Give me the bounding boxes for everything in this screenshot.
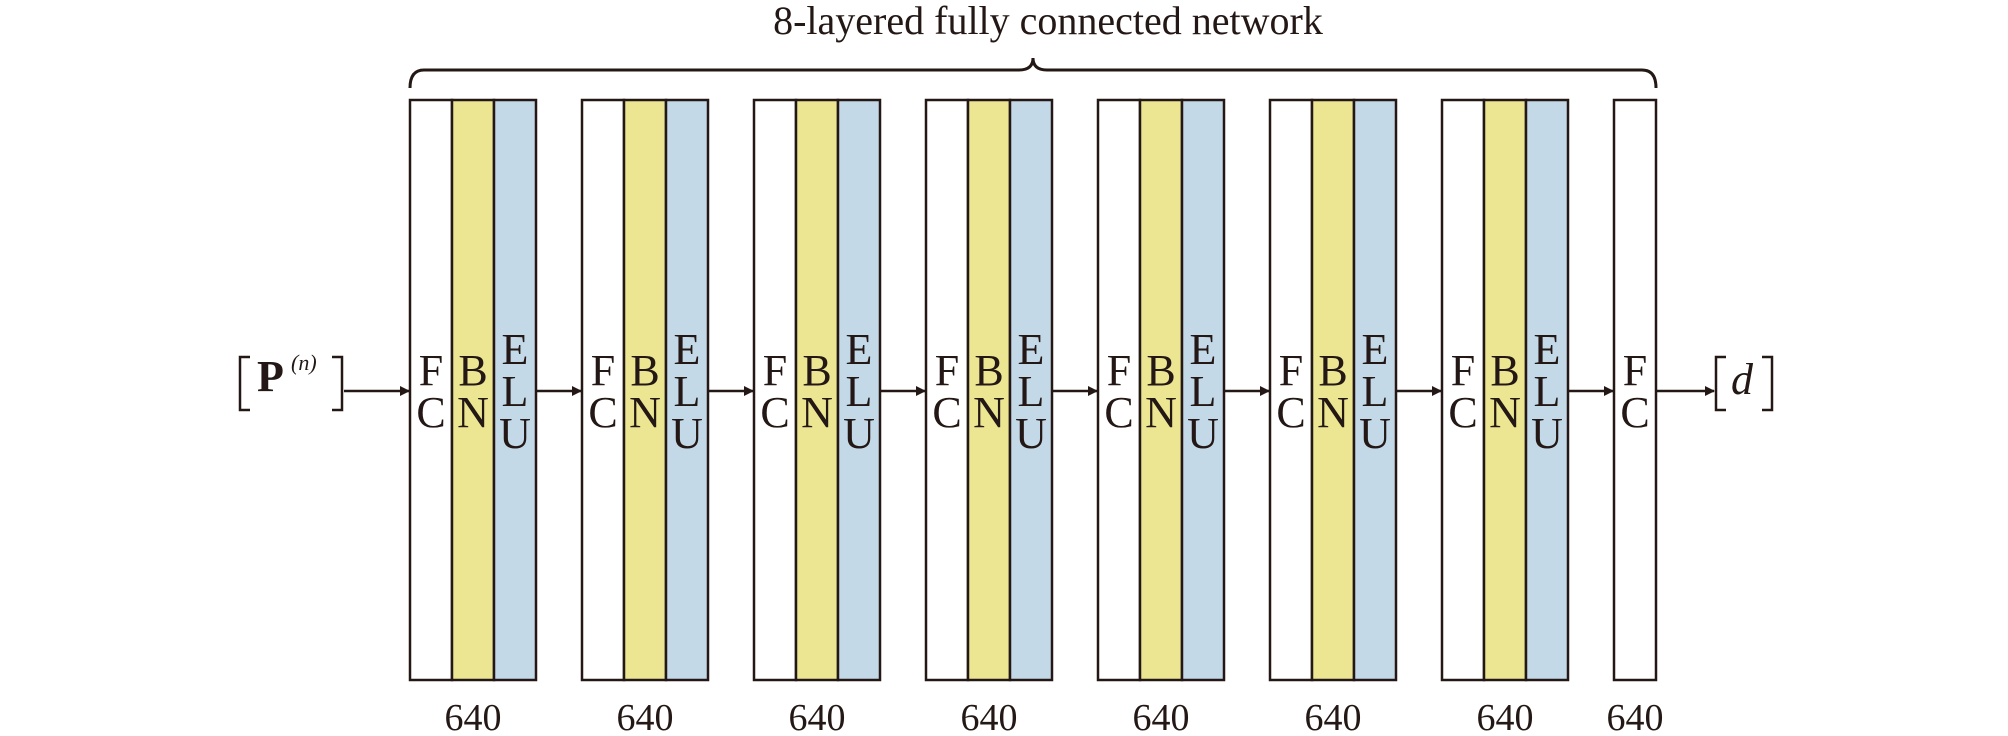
elu-letter: U [671, 409, 703, 458]
layer-block-8: FC 640 [1607, 98, 1664, 736]
bn-cell [450, 98, 496, 682]
elu-letter: L [1190, 367, 1217, 416]
fc-letter: C [588, 388, 617, 437]
elu-letter: E [1362, 325, 1389, 374]
fc-letter: C [1276, 388, 1305, 437]
layer-width-label: 640 [789, 697, 846, 736]
elu-letter: U [1359, 409, 1391, 458]
fc-letter: F [935, 346, 959, 395]
elu-cell [1352, 98, 1398, 682]
bn-letter: B [458, 346, 487, 395]
bn-cell [1310, 98, 1356, 682]
bn-letter: B [1146, 346, 1175, 395]
fc-letter: C [416, 388, 445, 437]
input-bracket-right [332, 355, 344, 412]
input-symbol: P [257, 352, 284, 401]
fc-cell [580, 98, 626, 682]
input-vector: P (n) [238, 350, 344, 412]
elu-letter: L [502, 367, 529, 416]
bn-letter: N [801, 388, 833, 437]
layer-width-label: 640 [961, 697, 1018, 736]
fc-letter: F [1451, 346, 1475, 395]
bn-letter: N [973, 388, 1005, 437]
fc-letter: C [1104, 388, 1133, 437]
elu-letter: E [1190, 325, 1217, 374]
fc-letter: C [1620, 388, 1649, 437]
bn-letter: N [457, 388, 489, 437]
elu-letter: E [846, 325, 873, 374]
elu-letter: U [1531, 409, 1563, 458]
diagram-title: 8-layered fully connected network [773, 0, 1323, 43]
output-bracket-right [1762, 355, 1774, 412]
elu-letter: U [1187, 409, 1219, 458]
bn-cell [794, 98, 840, 682]
fc-cell [408, 98, 454, 682]
elu-cell [492, 98, 538, 682]
fc-letter: F [1279, 346, 1303, 395]
layer-width-label: 640 [617, 697, 674, 736]
layer-width-label: 640 [1477, 697, 1534, 736]
bn-cell [966, 98, 1012, 682]
fc-letter: F [1107, 346, 1131, 395]
fc-cell [1440, 98, 1486, 682]
bn-letter: B [802, 346, 831, 395]
layer-brace [408, 57, 1658, 89]
elu-letter: E [1018, 325, 1045, 374]
elu-cell [1524, 98, 1570, 682]
layer-width-label: 640 [445, 697, 502, 736]
elu-letter: L [1018, 367, 1045, 416]
elu-letter: L [846, 367, 873, 416]
elu-cell [836, 98, 882, 682]
elu-cell [664, 98, 710, 682]
fc-letter: F [1623, 346, 1647, 395]
fc-letter: C [1448, 388, 1477, 437]
fc-cell [1096, 98, 1142, 682]
layer-width-label: 640 [1133, 697, 1190, 736]
fc-letter: F [419, 346, 443, 395]
bn-letter: B [630, 346, 659, 395]
fc-cell [1268, 98, 1314, 682]
input-superscript: (n) [291, 350, 317, 375]
fc-letter: C [760, 388, 789, 437]
bn-letter: B [1318, 346, 1347, 395]
input-bracket-left [238, 355, 250, 412]
elu-cell [1008, 98, 1054, 682]
layer-width-label: 640 [1607, 697, 1664, 736]
layer-blocks: FCBNELU640FCBNELU640FCBNELU640FCBNELU640… [408, 98, 1664, 736]
fc-letter: F [591, 346, 615, 395]
bn-letter: N [1489, 388, 1521, 437]
fc-letter: F [763, 346, 787, 395]
bn-letter: B [1490, 346, 1519, 395]
bn-letter: N [629, 388, 661, 437]
fc-letter: C [932, 388, 961, 437]
elu-cell [1180, 98, 1226, 682]
elu-letter: L [1534, 367, 1561, 416]
elu-letter: U [499, 409, 531, 458]
bn-cell [622, 98, 668, 682]
bn-letter: N [1145, 388, 1177, 437]
elu-letter: L [1362, 367, 1389, 416]
elu-letter: L [674, 367, 701, 416]
elu-letter: U [843, 409, 875, 458]
output-symbol: d [1731, 355, 1754, 404]
output-vector: d [1714, 355, 1774, 412]
elu-letter: U [1015, 409, 1047, 458]
bn-letter: N [1317, 388, 1349, 437]
elu-letter: E [1534, 325, 1561, 374]
output-bracket-left [1714, 355, 1726, 412]
layer-width-label: 640 [1305, 697, 1362, 736]
fc-cell [1612, 98, 1658, 682]
elu-letter: E [502, 325, 529, 374]
elu-letter: E [674, 325, 701, 374]
fc-cell [924, 98, 970, 682]
bn-letter: B [974, 346, 1003, 395]
